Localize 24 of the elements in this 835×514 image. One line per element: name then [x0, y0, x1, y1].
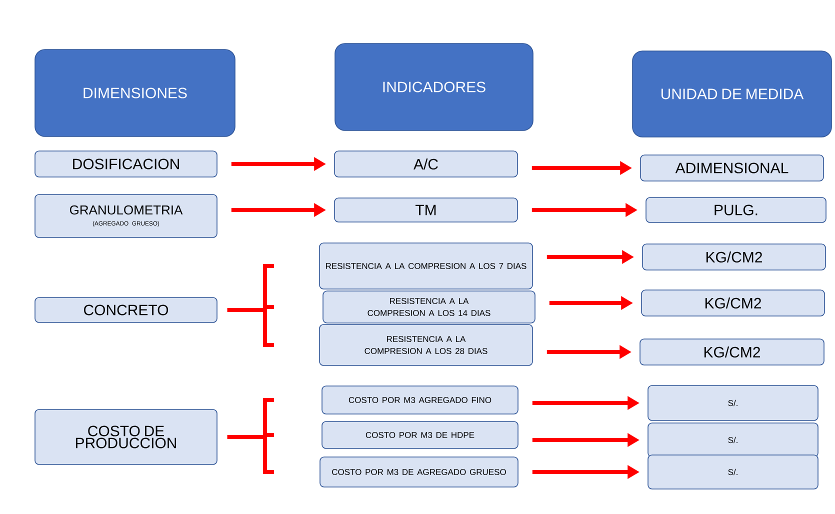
label-box: COSTO POR M3 AGREGADO FINO: [322, 386, 518, 414]
label-box: KG/CM2: [641, 290, 825, 316]
header-box: UNIDAD DE MEDIDA: [632, 50, 832, 138]
bracket-connector: [227, 308, 274, 347]
label-box: S/.: [648, 454, 818, 490]
label-box: COSTO DE PRODUCCION: [34, 409, 218, 465]
label-box: S/.: [648, 385, 818, 421]
label-box: KG/CM2: [640, 338, 824, 366]
label-box: RESISTENCIA A LA COMPRESION A LOS 14 DIAS: [322, 290, 536, 324]
label-box: COSTO POR M3 DE HDPE: [322, 421, 518, 449]
label-box: ADIMENSIONAL: [640, 154, 824, 182]
label-box: RESISTENCIA A LA COMPRESION A LOS 7 DIAS: [319, 242, 533, 290]
header-box: DIMENSIONES: [34, 49, 236, 137]
label-box: TM: [334, 198, 518, 222]
bracket-connector: [227, 435, 274, 474]
label-box: CONCRETO: [34, 297, 218, 323]
label-box: COSTO POR M3 DE AGREGADO GRUESO: [320, 456, 518, 488]
label-box: A/C: [334, 150, 518, 178]
header-box: INDICADORES: [334, 43, 534, 131]
label-box: DOSIFICACION: [34, 150, 218, 178]
label-box: PULG.: [646, 197, 826, 223]
label-box: KG/CM2: [642, 244, 826, 270]
label-box: RESISTENCIA A LA COMPRESION A LOS 28 DIAS: [319, 324, 533, 366]
label-box: S/.: [648, 422, 818, 458]
